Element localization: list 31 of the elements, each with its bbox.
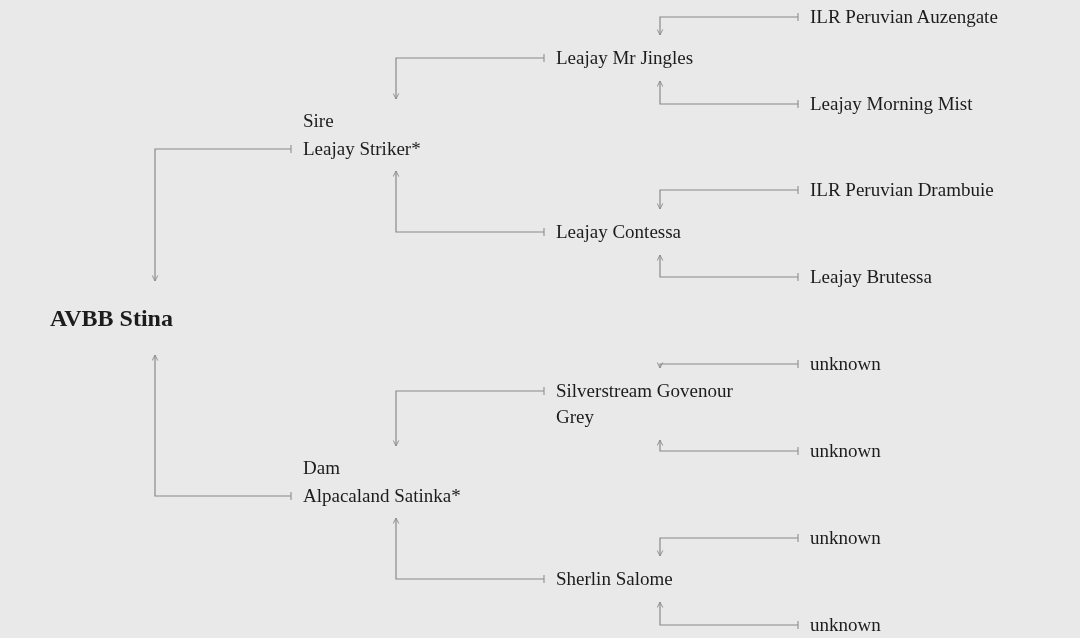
pedigree-connector	[656, 185, 799, 210]
pedigree-connector	[151, 354, 292, 501]
pedigree-connector	[392, 386, 545, 447]
animal-name: unknown	[810, 352, 881, 376]
animal-name: unknown	[810, 613, 881, 637]
animal-name: Silverstream Govenour Grey	[556, 379, 734, 429]
animal-name: ILR Peruvian Auzengate	[810, 5, 998, 29]
pedigree-connector	[151, 144, 292, 282]
pedigree-connector	[656, 533, 799, 557]
animal-name: ILR Peruvian Drambuie	[810, 178, 994, 202]
relation-label: Dam	[303, 456, 340, 480]
animal-name: unknown	[810, 439, 881, 463]
animal-name: Alpacaland Satinka*	[303, 484, 461, 508]
pedigree-connector	[392, 517, 545, 584]
relation-label: Sire	[303, 109, 334, 133]
pedigree-connector	[656, 254, 799, 282]
pedigree-connector	[656, 12, 799, 36]
pedigree-connector	[392, 53, 545, 100]
animal-name: Leajay Striker*	[303, 137, 421, 161]
pedigree-connector	[656, 601, 799, 630]
pedigree-connector	[656, 439, 799, 456]
animal-name: Leajay Brutessa	[810, 265, 932, 289]
animal-name: unknown	[810, 526, 881, 550]
animal-name: Leajay Contessa	[556, 220, 682, 244]
pedigree-connector	[656, 359, 799, 369]
pedigree-connector	[656, 80, 799, 109]
animal-name: Sherlin Salome	[556, 567, 673, 591]
animal-name: Leajay Mr Jingles	[556, 46, 694, 70]
pedigree-connector	[392, 170, 545, 237]
animal-name: Leajay Morning Mist	[810, 92, 973, 116]
animal-name: AVBB Stina	[50, 304, 173, 333]
